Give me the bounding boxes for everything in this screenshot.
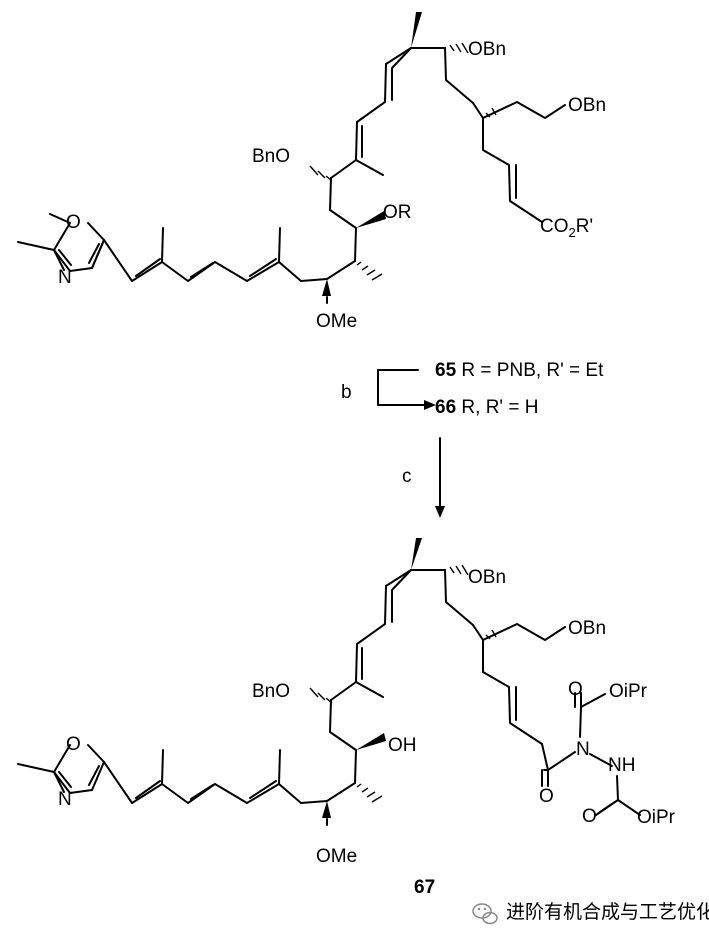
label-obn-side-lower: OBn	[568, 618, 606, 639]
label-bno-lower: BnO	[252, 681, 290, 702]
label-o-amide: O	[539, 786, 554, 807]
oxazole-methyl	[17, 241, 55, 251]
label-ome-upper: OMe	[316, 311, 357, 332]
hashed-obn-top	[449, 42, 469, 54]
label-oh: OH	[388, 735, 417, 756]
label-oxazole-n-lower: N	[58, 789, 72, 810]
wechat-icon	[472, 903, 498, 925]
hashed-branch-lower	[485, 629, 497, 640]
compound-65-label: 65 R = PNB, R' = Et	[435, 360, 604, 381]
polyene-chain-upper	[103, 239, 302, 282]
hashed-methyl-upper	[356, 261, 383, 281]
label-n-hydrazine: N	[576, 739, 590, 760]
hashed-obn-lower	[309, 687, 333, 704]
reagent-c: c	[402, 466, 412, 487]
hashed-methyl-lower	[356, 783, 383, 803]
compound-66-label: 66 R, R' = H	[435, 397, 538, 418]
label-o-carbamate-bottom: O	[582, 806, 597, 827]
compound-67-label: 67	[414, 877, 435, 898]
reagent-b: b	[341, 382, 352, 403]
hashed-branch-upper	[485, 107, 497, 118]
label-oipr-top: OiPr	[609, 681, 648, 702]
label-o-carbamate-top: O	[568, 679, 583, 700]
label-obn-top-upper: OBn	[468, 39, 506, 60]
label-nh: NH	[608, 755, 635, 776]
watermark-text: 进阶有机合成与工艺优化	[506, 901, 709, 923]
reaction-arrow-step-c	[435, 437, 445, 518]
reaction-arrow-step-b	[377, 369, 436, 410]
label-co2-ester: CO2R'	[540, 216, 593, 240]
label-bno-upper: BnO	[252, 146, 290, 167]
label-oxazole-o-upper: O	[66, 212, 81, 233]
structure-67	[17, 538, 641, 826]
label-oipr-bottom: OiPr	[637, 807, 676, 828]
hashed-obn-upper	[309, 165, 333, 182]
hashed-obn-top-lower	[449, 564, 469, 576]
polyene-chain-lower	[103, 761, 302, 804]
structure-65-66	[17, 12, 566, 304]
label-or: OR	[383, 202, 412, 223]
label-obn-side-upper: OBn	[568, 95, 606, 116]
label-ome-lower: OMe	[316, 846, 357, 867]
label-obn-top-lower: OBn	[468, 567, 506, 588]
label-oxazole-n-upper: N	[58, 267, 72, 288]
label-oxazole-o-lower: O	[66, 734, 81, 755]
